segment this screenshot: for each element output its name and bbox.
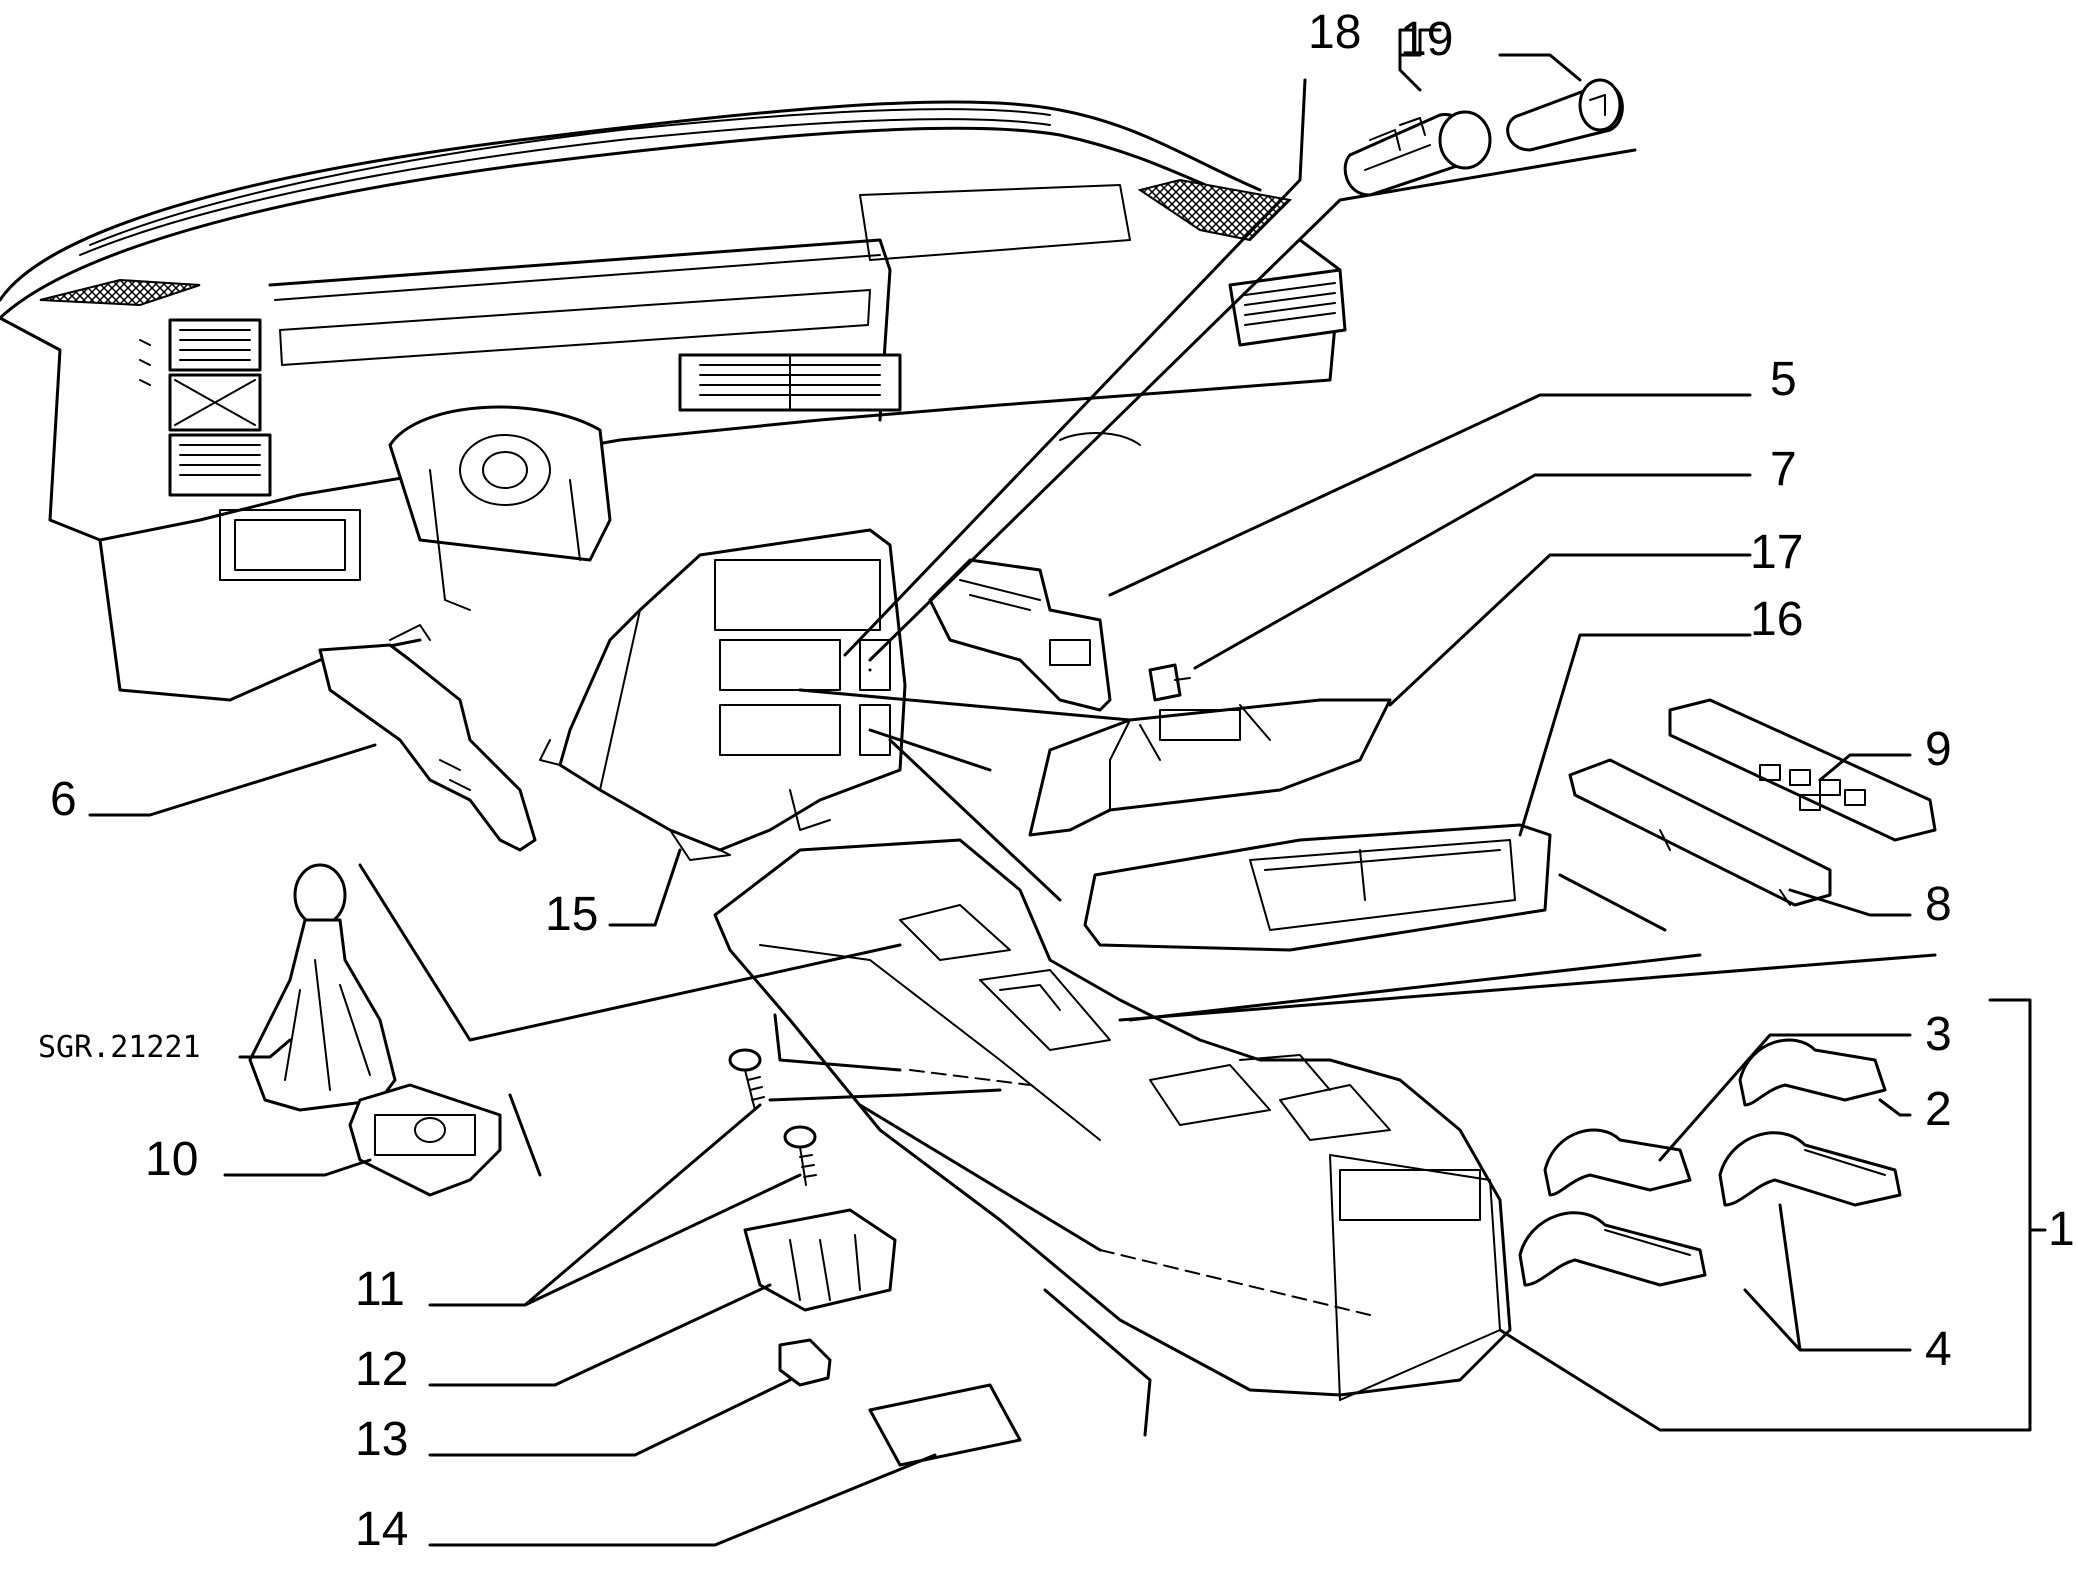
left-vent-top [168,318,262,372]
label-sgr-code: SGR.21221 [38,1030,201,1065]
label-1: 1 [2048,1203,2075,1256]
part-16-bezel [1083,823,1552,952]
part-8-blank-plate [1568,758,1832,907]
leader-9 [1818,753,1912,782]
assembly-guide-lines [358,78,1937,1437]
label-15: 15 [545,888,598,941]
label-2: 2 [1925,1083,1952,1136]
label-11: 11 [355,1263,405,1316]
part-13-clip [778,1338,832,1387]
right-vent [1228,268,1347,347]
label-9: 9 [1925,723,1952,776]
leader-7 [1193,473,1752,670]
leader-5 [1108,393,1752,597]
part-14-pad [868,1383,1022,1467]
label-5: 5 [1770,353,1797,406]
leader-6 [88,743,377,817]
label-3: 3 [1925,1008,1952,1061]
leader-10 [223,1158,372,1177]
part-17-ashtray [1028,698,1392,837]
label-16: 16 [1750,593,1803,646]
leader-14 [428,1453,937,1547]
label-6: 6 [50,773,77,826]
part-10-shifter-housing [348,1083,502,1197]
leader-2 [1878,1098,1912,1117]
leader-1 [1498,998,2047,1432]
part-12-clip-block [743,1208,897,1312]
part-5-switch-panel [928,558,1112,712]
label-7: 7 [1770,443,1797,496]
label-12: 12 [355,1343,408,1396]
label-4: 4 [1925,1323,1952,1376]
speaker-grille-right [1137,178,1293,242]
label-14: 14 [355,1503,408,1556]
part-2-bracket [1738,1038,1887,1107]
label-18: 18 [1308,6,1361,59]
steering-column [388,405,612,562]
part-3-bracket [1543,1128,1692,1197]
leader-17 [1388,553,1752,707]
part-4-brackets [1518,1131,1902,1287]
leader-sgr [238,1038,292,1059]
label-17: 17 [1750,526,1803,579]
part-labels: 18 19 5 7 17 16 9 8 3 2 1 4 6 15 SGR.212… [38,6,2075,1556]
leader-3 [1658,1033,1912,1162]
label-8: 8 [1925,878,1952,931]
part-9-switch-plate [1668,698,1937,842]
part-11-screws [728,1048,817,1186]
leader-18 [1398,28,1422,92]
leader-12 [428,1283,772,1387]
label-10: 10 [145,1133,198,1186]
part-19-cigar-lighter [1506,78,1624,152]
leader-11 [428,1103,802,1307]
leader-4 [1743,1203,1912,1352]
leader-15 [608,848,682,927]
leader-8 [1788,888,1912,917]
gear-knob [248,863,397,1112]
part-15-console-surround [539,528,907,861]
part-18-lighter-socket [1343,110,1492,197]
leader-19 [1498,53,1582,82]
leader-16 [1518,633,1752,837]
leader-13 [428,1378,792,1457]
leader-lines [88,28,2047,1547]
part-1-centre-console [713,838,1512,1401]
bracket-18-19 [1398,28,1442,57]
part-6-knee-panel [318,643,537,852]
part-7-screw [1148,663,1191,702]
speaker-grille-left [39,278,201,307]
dashboard-panel [0,100,1347,702]
label-13: 13 [355,1413,408,1466]
label-19: 19 [1400,13,1453,66]
